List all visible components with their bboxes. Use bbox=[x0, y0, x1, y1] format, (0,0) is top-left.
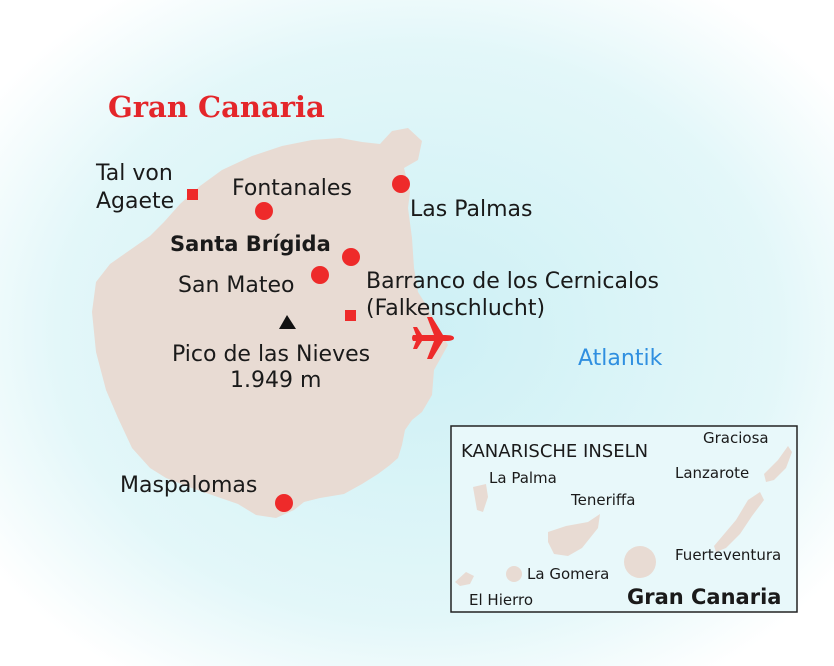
label-barranco-1: Barranco de los Cernicalos bbox=[366, 269, 659, 294]
inset-map: KANARISCHE INSELN Graciosa La Palma Lanz… bbox=[450, 425, 798, 613]
label-tal-von-agaete-2: Agaete bbox=[96, 189, 174, 214]
label-fontanales: Fontanales bbox=[232, 176, 352, 201]
label-barranco-2: (Falkenschlucht) bbox=[366, 296, 545, 321]
fontanales-red-circle-icon bbox=[255, 202, 273, 220]
inset-label-gran-canaria: Gran Canaria bbox=[627, 585, 781, 609]
barranco-red-square-icon bbox=[345, 310, 356, 321]
label-san-mateo: San Mateo bbox=[178, 273, 294, 298]
maspalomas-red-circle-icon bbox=[275, 494, 293, 512]
inset-label-el-hierro: El Hierro bbox=[469, 591, 533, 609]
inset-label-graciosa: Graciosa bbox=[703, 429, 769, 447]
las-palmas-red-circle-icon bbox=[392, 175, 410, 193]
label-pico-2: 1.949 m bbox=[230, 368, 321, 393]
inset-island-la-palma bbox=[473, 484, 488, 512]
inset-label-la-palma: La Palma bbox=[489, 469, 557, 487]
pico-de-las-nieves-black-triangle-icon bbox=[279, 315, 296, 329]
inset-island-teneriffa bbox=[548, 514, 600, 556]
inset-island-gran-canaria bbox=[624, 546, 656, 578]
sea-label-atlantik: Atlantik bbox=[578, 346, 663, 371]
inset-label-teneriffa: Teneriffa bbox=[570, 491, 635, 509]
san-mateo-red-circle-icon bbox=[311, 266, 329, 284]
inset-label-la-gomera: La Gomera bbox=[527, 565, 609, 583]
label-tal-von-agaete-1: Tal von bbox=[95, 161, 173, 186]
label-maspalomas: Maspalomas bbox=[120, 473, 257, 498]
airport-airplane-icon bbox=[412, 317, 454, 359]
inset-island-lanzarote bbox=[764, 446, 792, 482]
inset-label-lanzarote: Lanzarote bbox=[675, 464, 749, 482]
santa-brigida-red-circle-icon bbox=[342, 248, 360, 266]
inset-island-el-hierro bbox=[455, 572, 474, 586]
label-santa-brigida: Santa Brígida bbox=[170, 232, 331, 256]
inset-island-la-gomera bbox=[506, 566, 522, 582]
tal-von-agaete-red-square-icon bbox=[187, 189, 198, 200]
gran-canaria-island bbox=[92, 128, 448, 518]
inset-island-fuerteventura bbox=[714, 492, 764, 552]
label-pico-1: Pico de las Nieves bbox=[172, 342, 370, 367]
label-las-palmas: Las Palmas bbox=[410, 197, 532, 222]
map-title: Gran Canaria bbox=[108, 90, 325, 124]
inset-label-fuerteventura: Fuerteventura bbox=[675, 546, 781, 564]
inset-title: KANARISCHE INSELN bbox=[461, 441, 648, 462]
